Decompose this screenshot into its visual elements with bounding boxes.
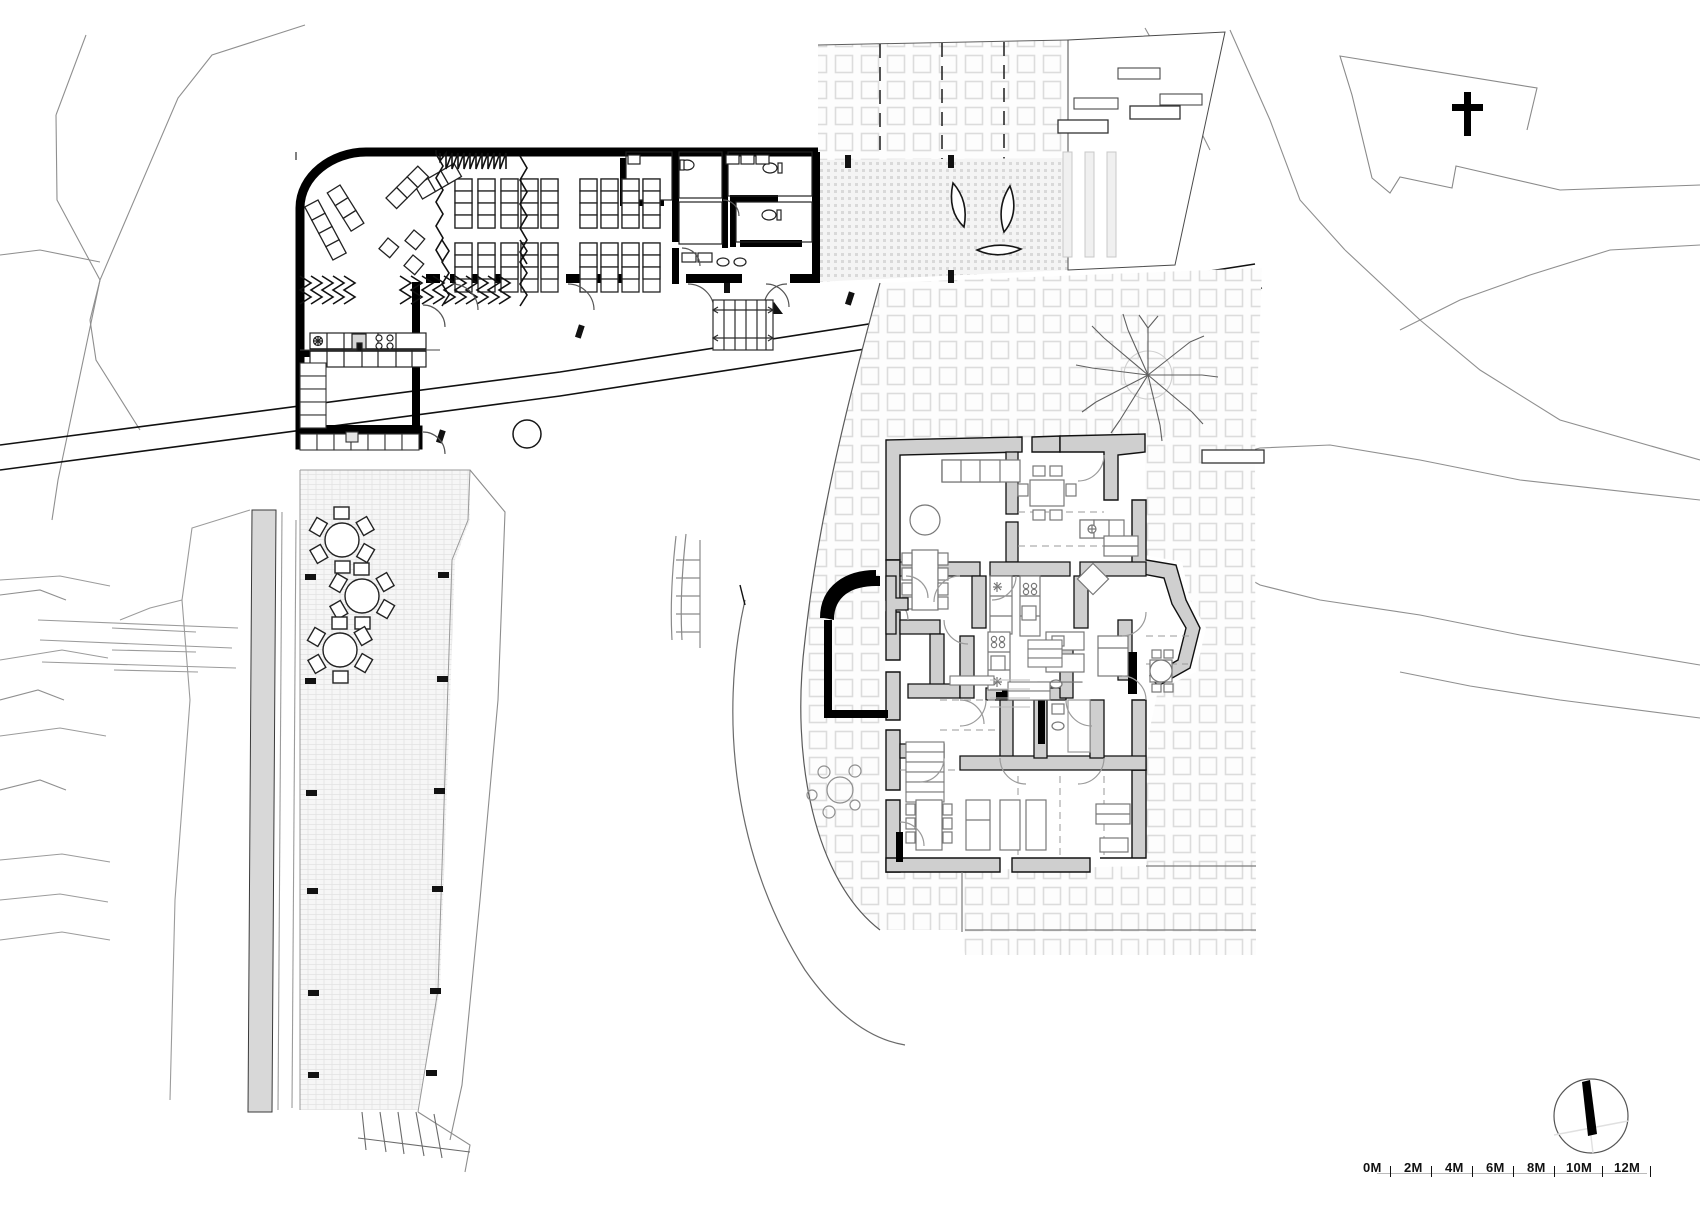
north-forecourt-paving — [817, 39, 1069, 160]
parking-bay — [1073, 67, 1203, 110]
scale-tick-1 — [1431, 1166, 1432, 1177]
hob-icon — [990, 635, 1006, 649]
scale-tick-0 — [1390, 1166, 1391, 1177]
parking-lane — [1062, 31, 1226, 271]
scale-bar: 0M 2M 4M 6M 8M 10M 12M — [1363, 1160, 1653, 1188]
west-vestibule — [885, 575, 909, 635]
manhole-feature — [512, 419, 542, 449]
west-terrace-paving — [299, 469, 471, 1113]
scale-tick-3 — [1513, 1166, 1514, 1177]
door-swing — [885, 454, 1147, 847]
kitchen-c — [987, 631, 1011, 691]
planting-cluster — [806, 764, 862, 819]
bollard — [305, 572, 449, 1078]
leaf-planter — [950, 181, 1024, 256]
living-room-furniture — [901, 459, 1021, 611]
scale-label-6: 12M — [1614, 1160, 1641, 1175]
chapel-outline — [1339, 55, 1700, 194]
scale-tick-4 — [1554, 1166, 1555, 1177]
scale-bar-ticks: 0M 2M 4M 6M 8M 10M 12M — [1363, 1160, 1653, 1178]
embankment-west — [0, 509, 251, 1101]
compass-needle — [1582, 1080, 1597, 1136]
sink-icon — [312, 335, 324, 347]
scale-label-5: 10M — [1566, 1160, 1593, 1175]
outdoor-round-table — [306, 506, 396, 684]
hob-icon — [375, 334, 394, 350]
sink-icon — [1087, 524, 1097, 534]
entry-stair-north — [711, 299, 775, 351]
scale-label-1: 2M — [1404, 1160, 1423, 1175]
scale-bar-rule — [1377, 1173, 1647, 1174]
terrace-step-band — [299, 431, 420, 451]
scale-label-3: 6M — [1486, 1160, 1505, 1175]
hob-icon — [1022, 582, 1038, 596]
terrace-stair-south — [357, 1111, 471, 1159]
lower-hall-furniture — [905, 799, 1131, 853]
north-arrow — [1553, 1078, 1629, 1154]
scale-tick-5 — [1602, 1166, 1603, 1177]
scale-label-2: 4M — [1445, 1160, 1464, 1175]
scale-tick-2 — [1472, 1166, 1473, 1177]
scale-label-4: 8M — [1527, 1160, 1546, 1175]
existing-manor-building — [820, 433, 1206, 873]
church-cross-symbol — [1452, 92, 1483, 136]
dining-table-4 — [1017, 465, 1077, 521]
retaining-wall-west — [247, 509, 297, 1113]
scale-label-0: 0M — [1363, 1160, 1382, 1175]
kerb-stripe — [1062, 151, 1117, 258]
curved-garden-wall — [670, 533, 701, 648]
bollard — [435, 155, 954, 444]
kitchen-counter — [300, 332, 440, 368]
north-entry-plaza-paving — [815, 158, 1068, 282]
new-pavilion-building — [295, 147, 820, 455]
manor-staircase — [905, 639, 1083, 803]
kitchen-a — [1079, 519, 1125, 539]
scale-tick-6 — [1650, 1166, 1651, 1177]
wc-fixtures — [627, 154, 783, 267]
courtyard-ledge — [961, 865, 1256, 932]
east-wing-furniture — [1076, 535, 1174, 693]
existing-tree — [1075, 313, 1219, 442]
entry-stair-west — [299, 362, 327, 429]
glazing-zigzag — [298, 150, 528, 307]
hall-seating — [454, 178, 661, 293]
curved-new-wall — [820, 570, 877, 619]
curved-bar-seating — [303, 162, 463, 276]
